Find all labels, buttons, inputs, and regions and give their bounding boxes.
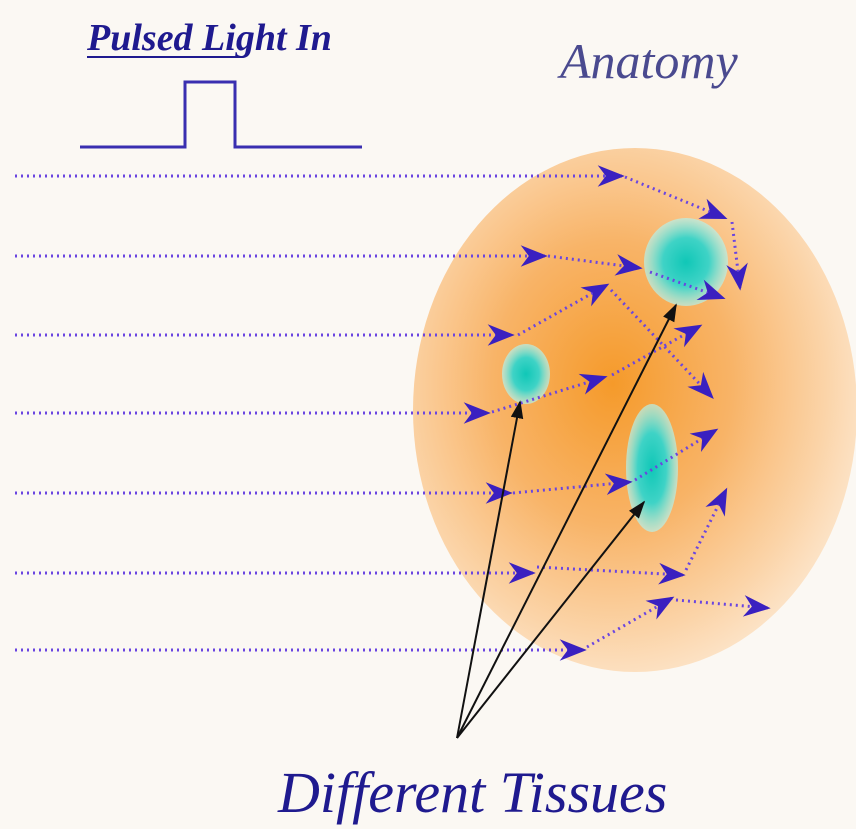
different-tissues-label: Different Tissues [277, 760, 667, 825]
tissue-top-right [644, 218, 728, 306]
pulse-waveform [80, 82, 362, 147]
tissue-elongated [626, 404, 678, 532]
anatomy-region [413, 148, 856, 672]
pulsed-light-title: Pulsed Light In [86, 17, 332, 59]
anatomy-label: Anatomy [557, 33, 739, 89]
tissue-small-left [502, 344, 550, 404]
